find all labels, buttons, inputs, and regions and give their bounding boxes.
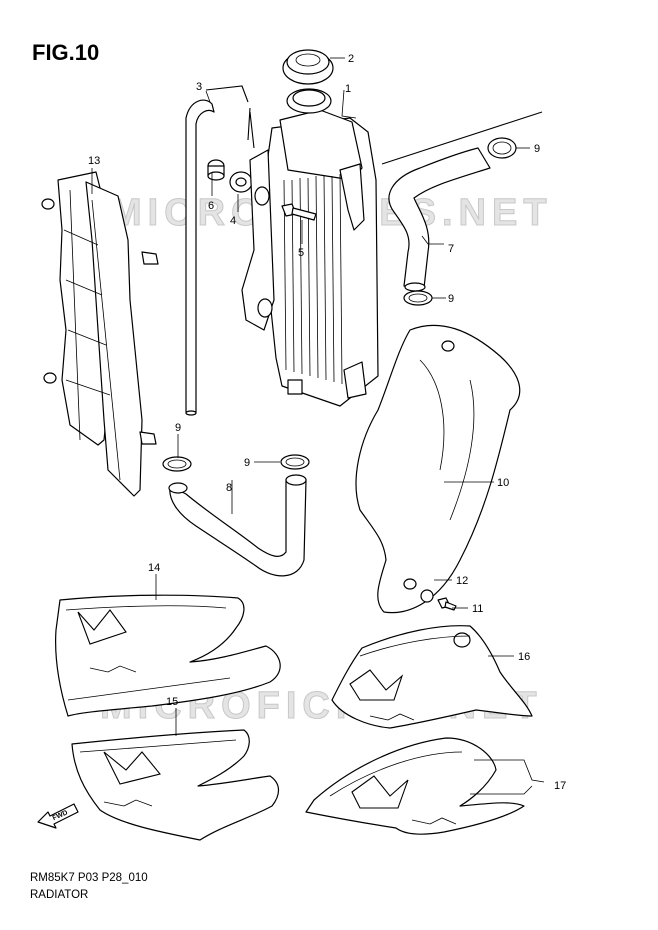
cover-fasteners-drawing (420, 589, 457, 611)
radiator-drawing (241, 88, 379, 407)
callout-11: 11 (472, 603, 483, 615)
radiator-louver-drawing (41, 171, 159, 497)
callout-1: 1 (345, 83, 351, 95)
callout-7: 7 (448, 243, 454, 255)
left-shroud-emblem-drawing (71, 729, 280, 841)
callout-14: 14 (148, 562, 160, 574)
collar-cushion-drawing (207, 159, 253, 193)
callout-4: 4 (230, 215, 236, 227)
callout-9-upper-hose-top: 9 (534, 143, 540, 155)
callout-13: 13 (88, 155, 100, 167)
upper-hose-drawing (388, 147, 491, 292)
callout-2: 2 (348, 53, 354, 65)
right-shroud-drawing (331, 625, 533, 729)
diagram-name: RADIATOR (30, 889, 89, 901)
left-shroud-drawing (55, 594, 281, 717)
figure-title: FIG.10 (32, 40, 100, 65)
callout-5: 5 (298, 247, 304, 259)
callout-12: 12 (456, 575, 468, 587)
forward-arrow-drawing: FWD (37, 803, 79, 829)
callout-15: 15 (166, 696, 178, 708)
callout-17: 17 (554, 780, 566, 792)
callout-10: 10 (497, 477, 509, 489)
radiator-cap-drawing (282, 49, 334, 85)
leader-lines (91, 57, 545, 795)
callout-9-upper-hose-bottom: 9 (448, 293, 454, 305)
callout-3: 3 (196, 81, 202, 93)
radiator-cover-drawing (355, 324, 521, 614)
callout-6: 6 (208, 200, 214, 212)
clamp-drawings (162, 137, 517, 472)
callout-16: 16 (518, 651, 530, 663)
callout-9-lower-hose-left: 9 (175, 422, 181, 434)
bolt-drawing (281, 203, 317, 221)
callout-8: 8 (226, 482, 232, 494)
callout-9-lower-hose-right: 9 (244, 457, 250, 469)
right-shroud-emblem-drawing (305, 737, 525, 835)
diagram-code: RM85K7 P03 P28_010 (30, 872, 148, 884)
lower-hose-drawing (168, 474, 307, 577)
overflow-hose-drawing (185, 99, 215, 416)
callout-labels: 1 2 3 4 5 6 7 8 9 9 9 9 10 11 12 13 14 1… (88, 53, 566, 792)
